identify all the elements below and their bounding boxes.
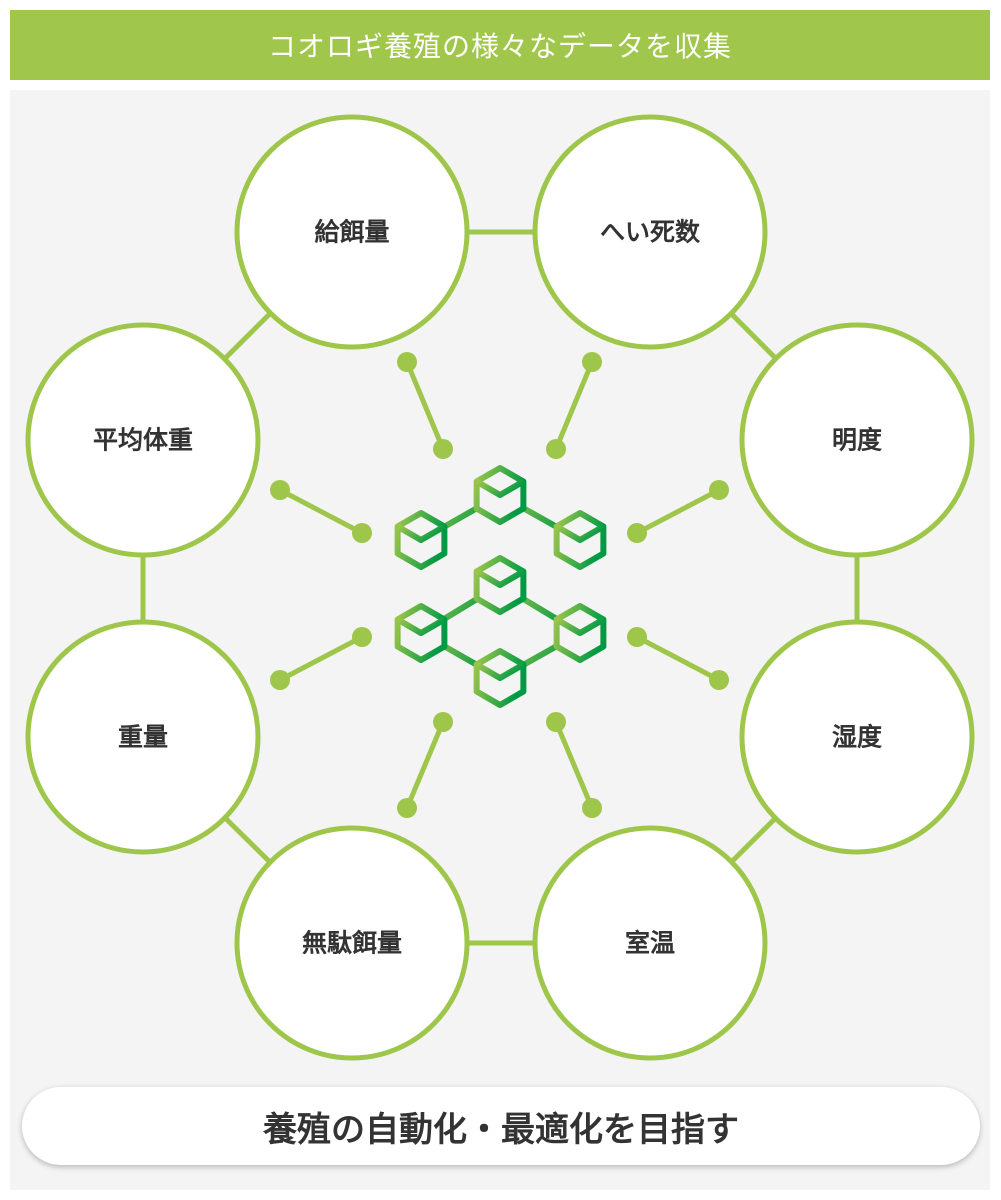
- node-circle: [25, 619, 261, 855]
- data-node: 明度: [739, 322, 975, 558]
- header-banner: コオロギ養殖の様々なデータを収集: [10, 10, 990, 80]
- goal-text: 養殖の自動化・最適化を目指す: [263, 1109, 739, 1150]
- spoke: [270, 480, 372, 543]
- cube-icon: [553, 510, 607, 570]
- spoke: [546, 712, 602, 818]
- spoke: [270, 627, 372, 690]
- node-circle: [234, 825, 470, 1061]
- dot-icon: [397, 352, 417, 372]
- dot-icon: [397, 798, 417, 818]
- dot-icon: [582, 798, 602, 818]
- dot-icon: [433, 712, 453, 732]
- data-node: 平均体重: [25, 322, 261, 558]
- node-label: 重量: [118, 723, 168, 752]
- data-node: 湿度: [739, 619, 975, 855]
- dot-icon: [709, 670, 729, 690]
- node-label: へい死数: [600, 218, 701, 247]
- cube-icon: [473, 465, 527, 525]
- data-node: 無駄餌量: [234, 825, 470, 1061]
- data-node: 室温: [532, 825, 768, 1061]
- node-circle: [25, 322, 261, 558]
- dot-icon: [352, 627, 372, 647]
- dot-icon: [270, 480, 290, 500]
- data-node: 重量: [25, 619, 261, 855]
- cube-icon: [473, 648, 527, 708]
- node-circle: [234, 114, 470, 350]
- node-circle: [739, 322, 975, 558]
- node-circle: [532, 114, 768, 350]
- dot-icon: [709, 480, 729, 500]
- dot-icon: [627, 523, 647, 543]
- dot-icon: [627, 627, 647, 647]
- cube-icon: [394, 603, 448, 663]
- node-label: 室温: [625, 929, 675, 958]
- spoke: [546, 352, 602, 459]
- goal-banner: 養殖の自動化・最適化を目指す: [22, 1087, 980, 1165]
- dot-icon: [433, 439, 453, 459]
- node-label: 平均体重: [93, 426, 193, 455]
- data-node: 給餌量: [234, 114, 470, 350]
- cube-icon: [553, 603, 607, 663]
- spoke: [627, 480, 729, 543]
- spoke: [397, 352, 453, 459]
- dot-icon: [270, 670, 290, 690]
- node-circle: [739, 619, 975, 855]
- node-label: 湿度: [832, 723, 882, 752]
- cube-icon: [473, 555, 527, 615]
- spoke: [397, 712, 453, 818]
- dot-icon: [546, 712, 566, 732]
- dot-icon: [582, 352, 602, 372]
- cube-icon: [394, 510, 448, 570]
- dot-icon: [546, 439, 566, 459]
- header-title: コオロギ養殖の様々なデータを収集: [267, 30, 732, 63]
- dot-icon: [352, 523, 372, 543]
- node-label: 給餌量: [314, 218, 389, 247]
- spoke: [627, 627, 729, 690]
- blockchain-cubes-icon: [394, 465, 607, 708]
- node-circle: [532, 825, 768, 1061]
- node-label: 無駄餌量: [302, 929, 402, 958]
- node-label: 明度: [832, 426, 882, 455]
- data-node: へい死数: [532, 114, 768, 350]
